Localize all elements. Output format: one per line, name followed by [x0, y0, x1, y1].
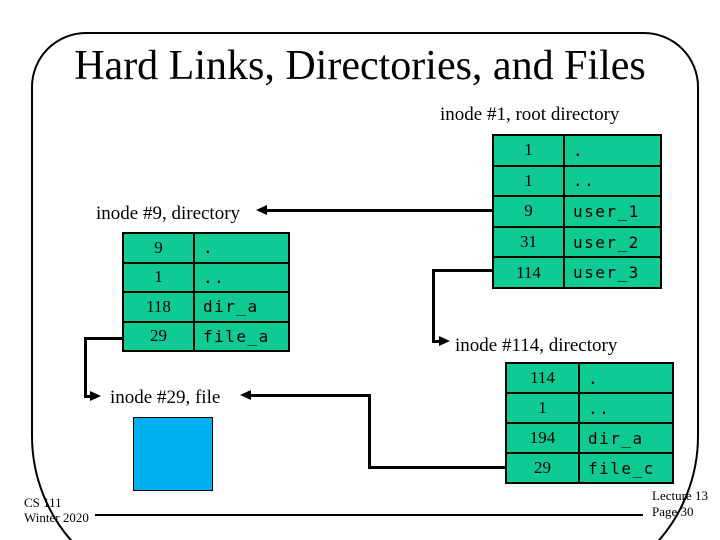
- connector-root-to-inode9: [266, 209, 492, 212]
- connector-inode114-to-file-v: [368, 395, 371, 469]
- connector-inode9-to-file-h2: [84, 395, 92, 398]
- inode-number-cell: 31: [493, 226, 564, 258]
- entry-name-cell: .: [564, 135, 661, 166]
- inode-number-cell: 194: [506, 423, 579, 453]
- inode-number-cell: 9: [493, 196, 564, 227]
- connector-root-to-inode114-h1: [432, 269, 492, 272]
- arrowhead-right-icon: [439, 336, 450, 346]
- entry-name-cell: user_2: [564, 226, 661, 258]
- arrowhead-right-icon: [90, 391, 101, 401]
- connector-inode114-to-file-h1: [368, 466, 506, 469]
- arrowhead-left-icon: [240, 390, 251, 400]
- inode-number-cell: 118: [123, 292, 194, 322]
- footer-course-block: CS 111 Winter 2020: [24, 495, 89, 525]
- entry-name-cell: ..: [579, 393, 673, 423]
- inode-number-cell: 1: [493, 165, 564, 197]
- entry-name-cell: ..: [564, 165, 661, 197]
- inode29-file-label: inode #29, file: [110, 387, 221, 408]
- entry-name-cell: file_c: [579, 453, 673, 483]
- inode-number-cell: 114: [493, 257, 564, 288]
- entry-name-cell: .: [579, 363, 673, 393]
- inode1-directory-table: 1 . 1 .. 9 user_1 31 user_2 114 user_3: [492, 134, 662, 289]
- entry-name-cell: .: [194, 233, 289, 263]
- footer-divider-line: [95, 514, 643, 516]
- inode-number-cell: 1: [123, 262, 194, 292]
- footer-page-block: Lecture 13 Page 30: [652, 488, 708, 520]
- arrowhead-left-icon: [256, 205, 267, 215]
- connector-inode9-to-file-v: [84, 337, 87, 398]
- slide-title: Hard Links, Directories, and Files: [74, 43, 646, 89]
- inode114-table-label: inode #114, directory: [455, 335, 618, 356]
- footer-lecture: Lecture 13: [652, 488, 708, 503]
- entry-name-cell: user_1: [564, 196, 661, 227]
- inode-number-cell: 1: [506, 393, 579, 423]
- footer-page: Page 30: [652, 504, 694, 519]
- footer-course: CS 111: [24, 495, 62, 510]
- entry-name-cell: dir_a: [579, 423, 673, 453]
- entry-name-cell: ..: [194, 262, 289, 292]
- entry-name-cell: user_3: [564, 257, 661, 288]
- entry-name-cell: dir_a: [194, 292, 289, 322]
- inode1-table-label: inode #1, root directory: [440, 104, 620, 125]
- connector-inode9-to-file-h1: [84, 337, 122, 340]
- inode-number-cell: 9: [123, 233, 194, 263]
- inode114-directory-table: 114 . 1 .. 194 dir_a 29 file_c: [505, 362, 674, 484]
- slide-border: [31, 32, 699, 540]
- inode-number-cell: 114: [506, 363, 579, 393]
- inode9-directory-table: 9 . 1 .. 118 dir_a 29 file_a: [122, 232, 290, 352]
- connector-inode114-to-file-h2: [251, 394, 371, 397]
- connector-root-to-inode114-v: [432, 269, 435, 343]
- inode-number-cell: 29: [506, 453, 579, 483]
- inode9-table-label: inode #9, directory: [96, 203, 241, 224]
- footer-term: Winter 2020: [24, 510, 89, 525]
- inode-number-cell: 1: [493, 135, 564, 166]
- entry-name-cell: file_a: [194, 321, 289, 351]
- connector-root-to-inode114-h2: [432, 340, 441, 343]
- inode-number-cell: 29: [123, 321, 194, 351]
- file-data-block: [133, 417, 213, 491]
